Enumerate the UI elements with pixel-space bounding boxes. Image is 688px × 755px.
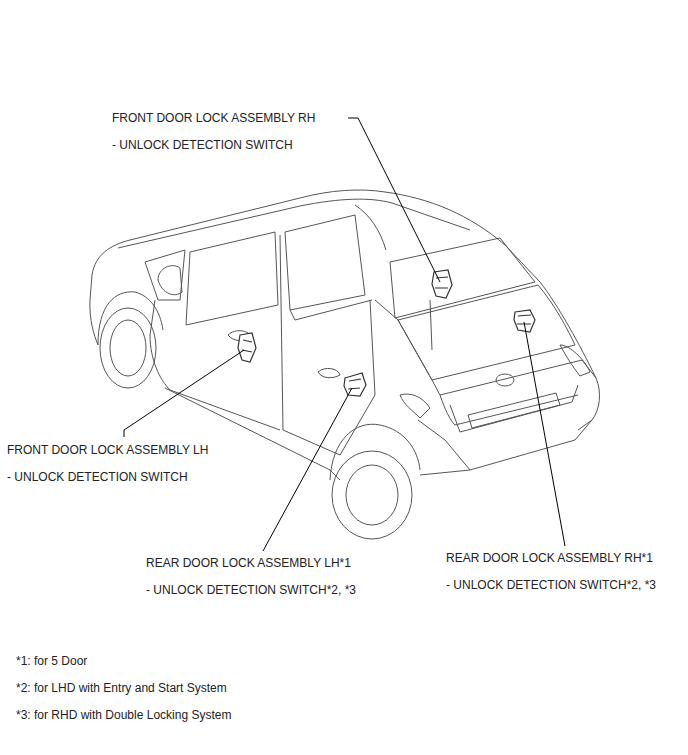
front-door-window xyxy=(186,232,278,325)
part-sub-label: - UNLOCK DETECTION SWITCH xyxy=(112,138,293,152)
body-outline xyxy=(92,190,599,430)
roof-rail xyxy=(355,205,386,250)
rear-door-window xyxy=(285,215,365,310)
bumper-bottom xyxy=(420,470,470,475)
interior-line xyxy=(430,300,432,350)
front-quarter-window xyxy=(145,250,185,300)
rear-bumper xyxy=(418,420,592,470)
leader-line xyxy=(524,322,565,546)
leader-line xyxy=(348,118,440,282)
rear-window xyxy=(398,285,575,380)
part-sub-label: - UNLOCK DETECTION SWITCH xyxy=(7,470,188,484)
side-sill xyxy=(165,388,340,480)
part-label: FRONT DOOR LOCK ASSEMBLY RH xyxy=(112,111,315,125)
hatch-edge xyxy=(375,300,440,395)
side-mirror xyxy=(158,266,182,295)
door-lock-assembly xyxy=(238,333,256,362)
rear-spoiler xyxy=(390,238,535,318)
tail-lamp xyxy=(560,345,590,376)
plate-recess xyxy=(450,385,578,432)
front-outline xyxy=(90,275,98,345)
front-wheel-hub xyxy=(110,320,146,376)
roof-line xyxy=(118,199,470,248)
front-wheel xyxy=(100,308,156,388)
footnote: *1: for 5 Door xyxy=(16,654,87,668)
rear-door xyxy=(283,300,375,455)
interior-line xyxy=(290,300,372,320)
footnote: *2: for LHD with Entry and Start System xyxy=(16,681,227,695)
part-sub-label: - UNLOCK DETECTION SWITCH*2, *3 xyxy=(446,578,656,592)
door-lock-assembly xyxy=(432,270,452,298)
part-label: REAR DOOR LOCK ASSEMBLY LH*1 xyxy=(146,556,351,570)
door-gap xyxy=(280,235,283,430)
door-lock-detail xyxy=(435,277,448,288)
part-label: REAR DOOR LOCK ASSEMBLY RH*1 xyxy=(446,551,653,565)
tail-lamp xyxy=(400,394,430,418)
rear-wheel-hub xyxy=(346,465,398,525)
door-lock-assembly xyxy=(344,373,366,396)
footnote: *3: for RHD with Double Locking System xyxy=(16,708,231,722)
door-lock-assembly xyxy=(514,310,535,332)
leader-line xyxy=(124,350,244,437)
plate xyxy=(468,393,560,428)
door-lock-detail xyxy=(348,379,361,389)
leader-line xyxy=(263,388,352,551)
wheel-arch xyxy=(330,424,420,480)
part-sub-label: - UNLOCK DETECTION SWITCH*2, *3 xyxy=(146,583,356,597)
wheel-arch xyxy=(98,292,163,345)
rear-wheel xyxy=(332,451,412,539)
front-door xyxy=(150,300,280,430)
hatch-lower xyxy=(440,395,578,425)
emblem xyxy=(496,374,514,386)
door-handle xyxy=(318,368,340,377)
part-label: FRONT DOOR LOCK ASSEMBLY LH xyxy=(7,443,208,457)
